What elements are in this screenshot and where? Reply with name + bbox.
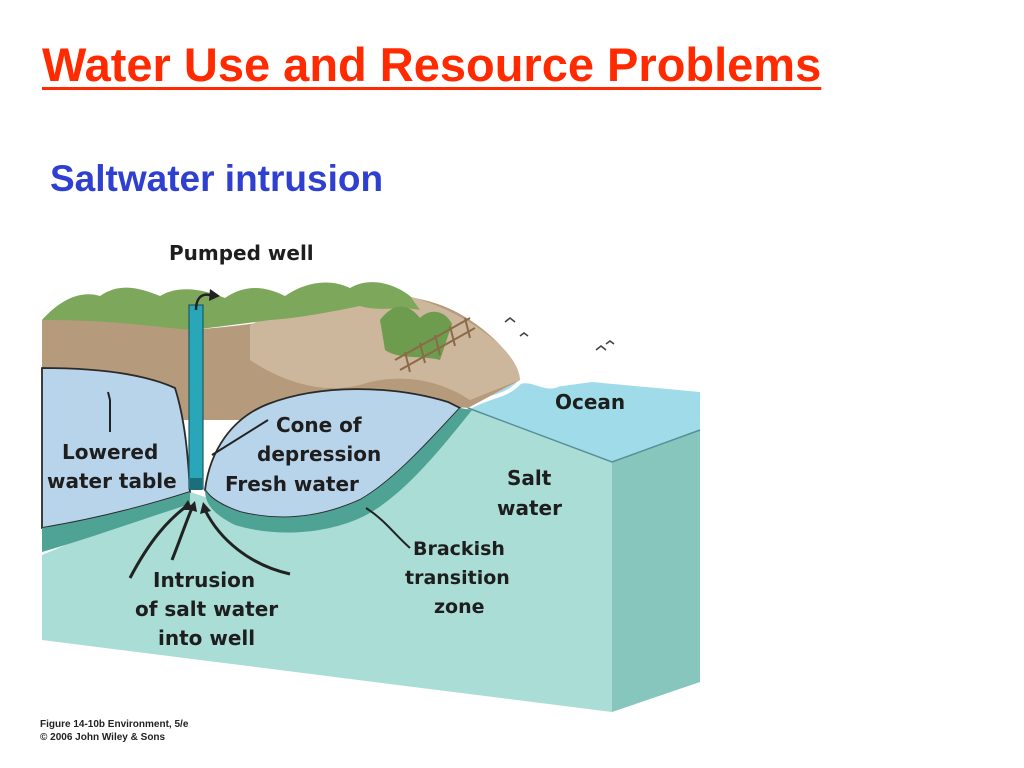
slide-title: Water Use and Resource Problems xyxy=(42,38,822,91)
brackish-zone-leader xyxy=(365,507,411,549)
intrusion-label-3: into well xyxy=(158,626,255,650)
salt-water-label-1: Salt xyxy=(507,466,552,490)
fresh-water-label: Fresh water xyxy=(225,472,359,496)
birds xyxy=(504,316,615,351)
dune-fence xyxy=(394,317,476,373)
salt-water-body xyxy=(42,408,612,712)
lowered-water-table-label-2: water table xyxy=(47,469,177,493)
brackish-zone-label-3: zone xyxy=(434,596,485,618)
ocean-surface-edge xyxy=(467,407,701,463)
grass-vegetation xyxy=(42,282,420,330)
ocean-surface xyxy=(468,380,700,462)
brackish-zone-label-1: Brackish xyxy=(413,538,505,560)
cone-of-depression-label-1: Cone of xyxy=(276,413,362,437)
well-outflow-arrowhead xyxy=(209,289,220,301)
intrusion-label-1: Intrusion xyxy=(153,568,255,592)
slide-subtitle: Saltwater intrusion xyxy=(50,158,384,199)
well-outflow-arrow xyxy=(194,293,211,311)
lowered-water-table-leader xyxy=(107,391,111,432)
ocean-label: Ocean xyxy=(555,390,625,414)
pumped-well-label: Pumped well xyxy=(169,241,314,265)
ocean-wave-foam xyxy=(466,379,561,410)
brackish-zone-left xyxy=(42,492,190,552)
cone-of-depression-label-2: depression xyxy=(257,442,381,466)
figure-credit-line-2: © 2006 John Wiley & Sons xyxy=(40,732,166,743)
brackish-zone-right xyxy=(205,408,472,533)
well-screen xyxy=(190,478,202,490)
intrusion-arrowheads xyxy=(181,500,211,514)
dune-grass xyxy=(380,306,452,360)
brackish-zone-label-2: transition xyxy=(405,567,510,589)
cone-of-depression-leader xyxy=(211,419,269,456)
salt-water-label-2: water xyxy=(497,496,562,520)
lowered-water-table-lens xyxy=(41,367,191,530)
figure-credit-line-1: Figure 14-10b Environment, 5/e xyxy=(40,719,189,730)
ocean-block-side xyxy=(612,430,700,712)
intrusion-label-2: of salt water xyxy=(135,597,278,621)
lowered-water-table-label-1: Lowered xyxy=(62,440,158,464)
well-pipe xyxy=(188,304,204,490)
figure-credit: Figure 14-10b Environment, 5/e © 2006 Jo… xyxy=(40,718,188,744)
